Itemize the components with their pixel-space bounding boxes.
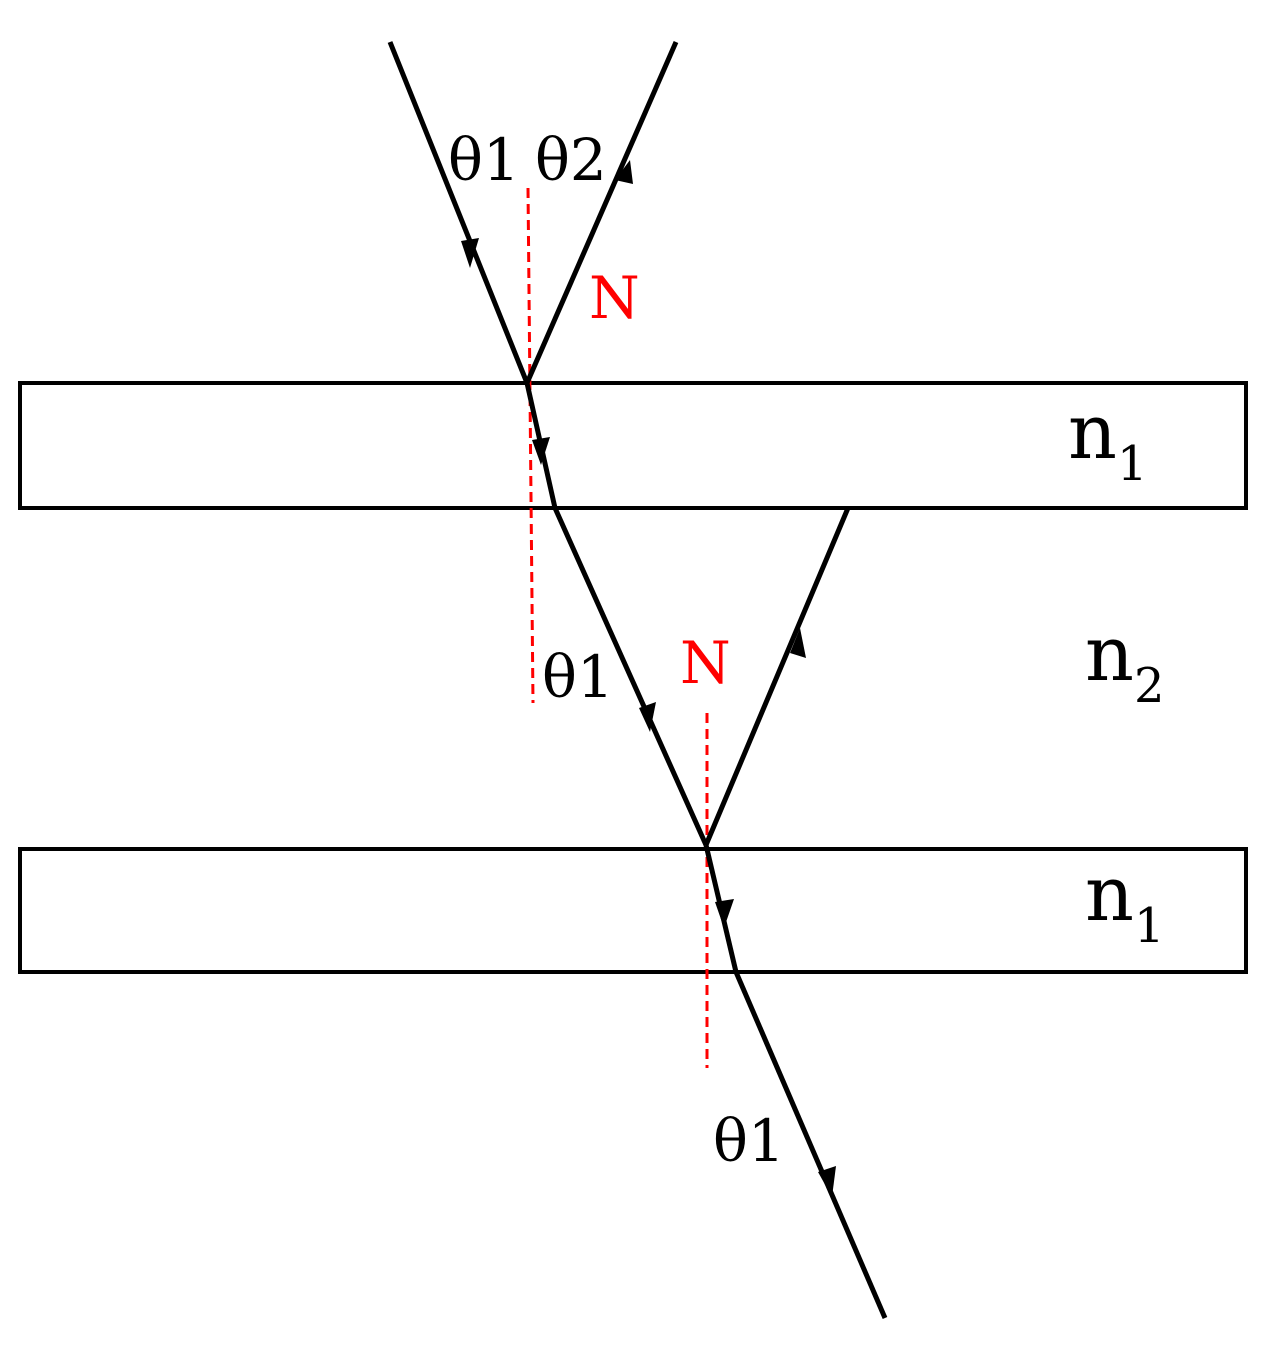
lower-slab — [18, 847, 1248, 974]
incident-ray — [387, 41, 530, 384]
lower-slab-n-subscript: 1 — [1134, 898, 1165, 954]
theta2-top-label: θ2 — [535, 126, 607, 194]
middle-ray-arrow — [639, 702, 656, 732]
incident-ray-arrow — [461, 238, 479, 268]
upper-slab-ray-arrow — [532, 437, 550, 465]
theta1-top-label: θ1 — [448, 126, 520, 194]
emergent-ray-arrow — [818, 1166, 836, 1197]
reflected-ray-top-arrow — [615, 160, 633, 184]
upper-normal-line — [526, 187, 535, 704]
theta1-middle-label: θ1 — [542, 643, 614, 711]
ray-in-middle-medium — [552, 506, 709, 847]
normal-middle-label: N — [680, 629, 731, 697]
lower-slab-medium-label: n1 — [1085, 849, 1165, 954]
emergent-ray — [733, 971, 888, 1319]
normal-top-label: N — [589, 264, 640, 332]
lower-slab-n: n — [1085, 849, 1134, 938]
upper-slab — [18, 381, 1248, 510]
reflected-ray-middle — [703, 507, 851, 846]
theta1-bottom-label: θ1 — [713, 1107, 785, 1175]
lower-slab-ray-arrow — [715, 899, 734, 928]
upper-slab-n-subscript: 1 — [1117, 436, 1148, 492]
upper-slab-medium-label: n1 — [1068, 387, 1148, 492]
reflected-ray-middle-arrow — [790, 628, 806, 658]
middle-n-subscript: 2 — [1134, 658, 1165, 714]
middle-n: n — [1085, 609, 1134, 698]
upper-slab-n: n — [1068, 387, 1117, 476]
middle-medium-label: n2 — [1085, 609, 1165, 714]
reflected-ray-top — [524, 40, 679, 385]
